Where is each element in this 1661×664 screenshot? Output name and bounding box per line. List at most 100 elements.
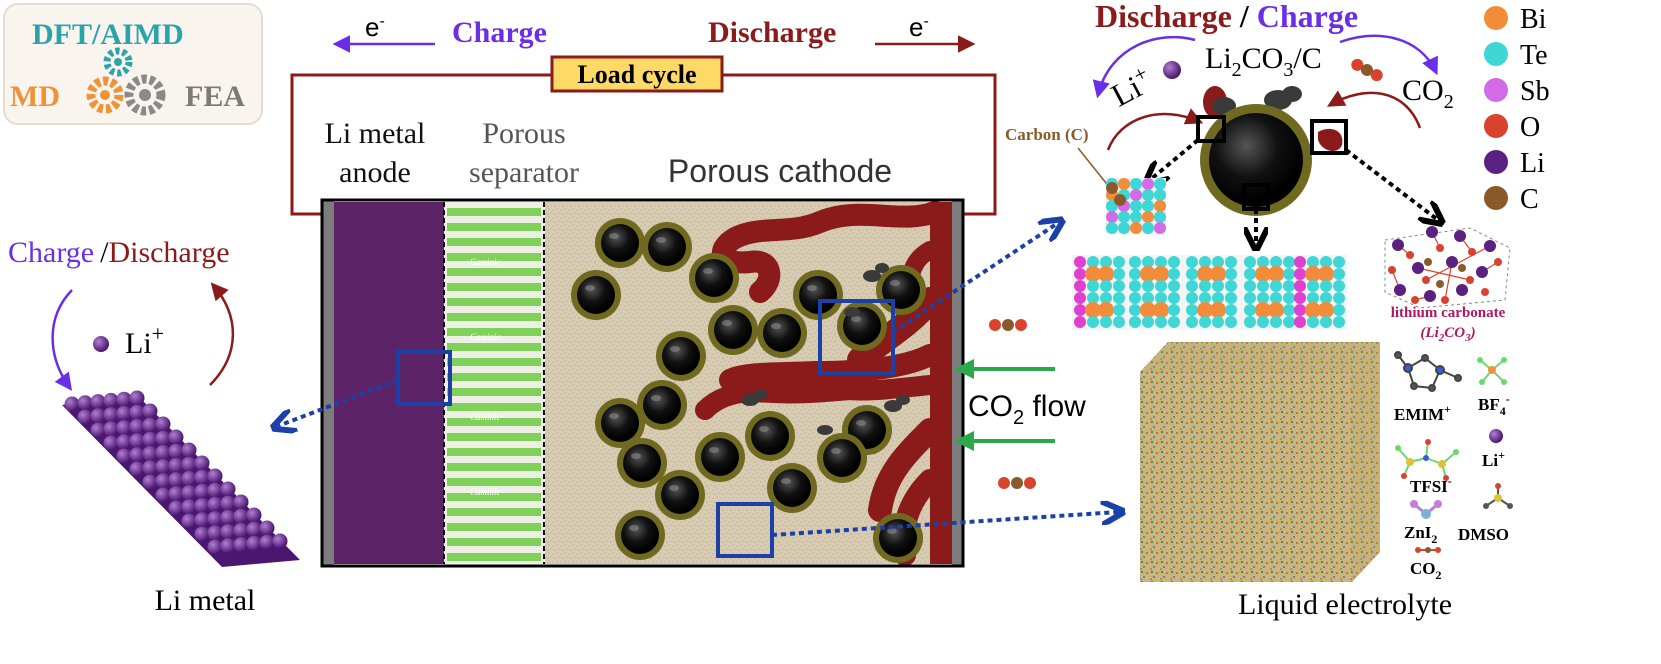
legend-swatch	[1484, 114, 1508, 138]
atom	[1307, 292, 1319, 304]
atom	[1283, 256, 1295, 268]
separator-stripe	[447, 328, 541, 336]
atom	[1210, 266, 1226, 282]
atom	[1318, 302, 1334, 318]
atom	[1118, 178, 1130, 190]
legend-swatch	[1484, 186, 1508, 210]
separator-label-line1: Porous	[482, 117, 565, 150]
atom	[1436, 280, 1444, 288]
atom	[1154, 222, 1166, 234]
li-atom	[155, 487, 171, 503]
li-atom	[181, 513, 197, 529]
separator-stripe	[447, 253, 541, 261]
anode-panel-ion: Li+	[125, 321, 164, 360]
cell-region-labels: Li metal anode Porous separator Porous c…	[325, 117, 892, 189]
atom	[1074, 280, 1086, 292]
separator-stripe	[447, 433, 541, 441]
atom	[1494, 258, 1502, 266]
separator-stripe	[447, 478, 541, 486]
atom	[1441, 296, 1449, 304]
li-atom	[129, 461, 145, 477]
atom	[1113, 292, 1125, 304]
li-atom	[207, 468, 223, 484]
separator-stripe	[447, 238, 541, 246]
atom	[1270, 292, 1282, 304]
atom	[1466, 276, 1474, 284]
atom	[1392, 239, 1404, 251]
electrolyte-co2-label: CO2	[1410, 559, 1442, 582]
atom	[1244, 256, 1256, 268]
particle-zoom-box	[818, 299, 895, 375]
atom	[1212, 316, 1224, 328]
atom	[1294, 256, 1306, 268]
li-atom	[168, 472, 184, 488]
atom	[1426, 226, 1438, 238]
atom	[1153, 266, 1169, 282]
atom	[1283, 292, 1295, 304]
atom	[1481, 288, 1489, 296]
atom	[1142, 316, 1154, 328]
atom	[1484, 240, 1496, 252]
atom	[1225, 292, 1237, 304]
co2-molecule-icon	[998, 477, 1036, 489]
atom	[1199, 280, 1211, 292]
separator-stripe	[447, 298, 541, 306]
li-atom	[233, 508, 249, 524]
electrolyte-zoom-box	[716, 502, 774, 558]
li-atom	[155, 416, 171, 432]
atom	[1411, 296, 1419, 304]
atom	[1155, 280, 1167, 292]
li-atom	[77, 409, 93, 425]
li-atom	[194, 526, 210, 542]
atom	[1283, 268, 1295, 280]
separator-stripe	[447, 343, 541, 351]
atom	[1225, 304, 1237, 316]
atom	[1333, 304, 1345, 316]
discharge-label: Discharge	[708, 16, 836, 49]
li-atom	[233, 537, 249, 553]
atom	[1318, 266, 1334, 282]
particle-panel-co2: CO2	[1402, 74, 1454, 113]
li-atom	[64, 396, 80, 412]
anode-current-collector	[322, 200, 334, 566]
atom	[1106, 222, 1118, 234]
li-atom	[207, 525, 223, 541]
li-atom	[194, 455, 210, 471]
atom	[1130, 211, 1142, 223]
legend-label: Sb	[1520, 76, 1550, 107]
separator-stripe	[447, 538, 541, 546]
charge-label: Charge	[452, 16, 547, 49]
li-atom	[207, 496, 223, 512]
gears-icon	[86, 47, 166, 116]
separator-stripe	[447, 373, 541, 381]
li-atom	[246, 507, 262, 523]
atom	[1087, 292, 1099, 304]
atom	[1142, 256, 1154, 268]
li-atom	[194, 498, 210, 514]
co2-molecule-icon	[1415, 547, 1441, 553]
carbonate-label: lithium carbonate	[1391, 305, 1506, 321]
separator-stripe	[447, 268, 541, 276]
atom	[1307, 256, 1319, 268]
li-atom	[103, 435, 119, 451]
atom	[1244, 316, 1256, 328]
li-atom	[194, 483, 210, 499]
li-atom	[220, 495, 236, 511]
atom	[1186, 268, 1198, 280]
atom	[1168, 292, 1180, 304]
atom	[1212, 292, 1224, 304]
co2-flow: CO2 flow	[954, 319, 1086, 489]
li-atom	[116, 405, 132, 421]
carbonate-formula: (Li2CO3)	[1420, 325, 1475, 344]
li-metal-slab	[62, 390, 300, 567]
atom	[1225, 316, 1237, 328]
atom	[1186, 280, 1198, 292]
atom	[1129, 292, 1141, 304]
li-atom	[194, 469, 210, 485]
atom	[1320, 280, 1332, 292]
atom	[1199, 256, 1211, 268]
atom	[1130, 178, 1142, 190]
li-atom	[116, 434, 132, 450]
atom	[1394, 284, 1406, 296]
li-atom	[129, 418, 145, 434]
